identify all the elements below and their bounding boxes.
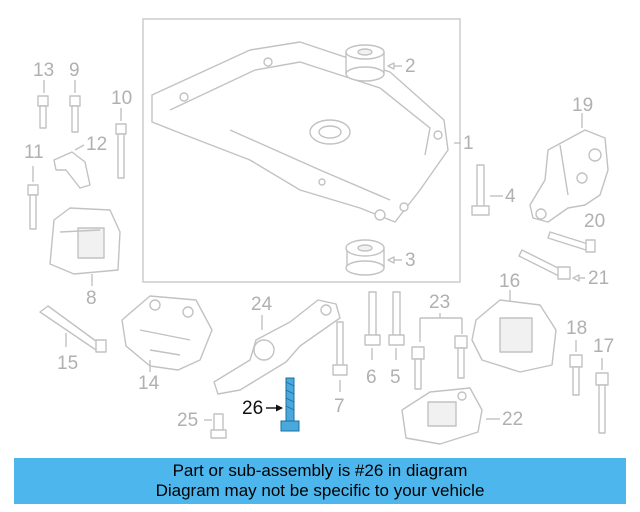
bolt-25 [210,413,227,439]
callout-23: 23 [429,292,450,313]
bolt-10 [115,123,127,179]
bolt-20 [547,231,596,253]
banner-line-2: Diagram may not be specific to your vehi… [155,481,485,500]
bolt-6 [364,291,381,346]
torque-arm-24 [213,299,341,395]
callout-6: 6 [366,367,377,388]
bolt-23b [454,335,468,379]
callout-2: 2 [405,56,416,77]
bushing-2 [345,44,385,82]
callout-18: 18 [566,318,587,339]
callout-15: 15 [57,353,78,374]
callout-3: 3 [405,250,416,271]
bolt-13 [37,95,49,129]
bolt-11 [27,184,39,230]
bolt-7 [332,321,348,376]
callout-13: 13 [33,60,54,81]
bolt-9 [69,95,81,133]
callout-22: 22 [502,409,523,430]
mount-8 [49,207,121,275]
callout-21: 21 [588,268,609,289]
callout-7: 7 [334,396,345,417]
callout-8: 8 [86,288,97,309]
callout-4: 4 [505,186,516,207]
subframe-group-frame [142,18,461,283]
callout-14: 14 [138,373,160,394]
bushing-3 [345,239,385,276]
bracket-19 [529,129,609,223]
mount-22 [401,387,483,445]
bolt-23a [411,346,425,390]
info-banner: Part or sub-assembly is #26 in diagram D… [14,458,626,504]
bolt-21 [518,249,571,280]
callout-20: 20 [584,211,605,232]
callout-25: 25 [177,410,198,431]
callout-9: 9 [69,60,80,81]
callout-10: 10 [111,88,132,109]
bracket-12 [53,151,91,189]
callout-1: 1 [463,133,474,154]
parts-diagram: 1 2 3 4 19 20 [24,18,614,445]
bolt-5 [388,291,405,346]
callout-19: 19 [572,95,593,116]
bolt-4 [471,164,490,216]
bolt-18 [569,354,583,396]
callout-11: 11 [24,142,44,163]
callout-12: 12 [86,134,107,155]
callout-26: 26 [242,398,263,419]
bolt-17 [595,372,609,434]
mount-16 [471,299,557,373]
callout-24: 24 [251,294,273,315]
banner-line-1: Part or sub-assembly is #26 in diagram [172,461,468,480]
callout-5: 5 [390,367,401,388]
bolt-15 [39,305,107,353]
callout-16: 16 [499,271,520,292]
bolt-26-highlighted[interactable] [280,377,300,432]
subframe-part [151,41,449,223]
callout-17: 17 [593,336,614,357]
mount-14 [121,295,213,371]
